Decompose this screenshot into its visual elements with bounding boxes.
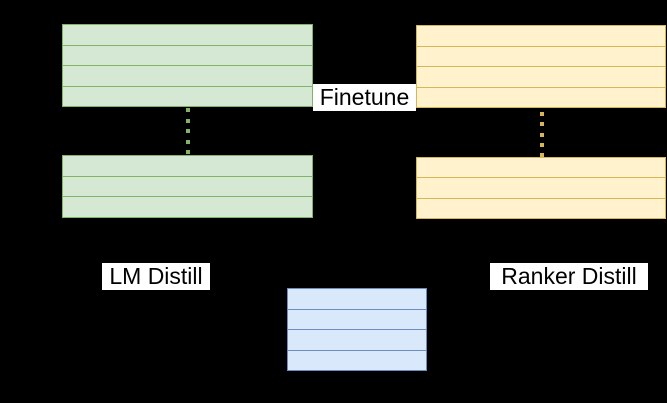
student-layer[interactable] [287,288,427,310]
lm-distill-label: LM Distill [102,263,210,290]
ranker-layer[interactable] [416,197,666,219]
ranker-layer[interactable] [416,157,666,179]
student-model-layers-block[interactable] [287,288,427,371]
ellipsis-dot [185,150,190,154]
ranker-layer[interactable] [416,66,666,88]
ellipsis-dot [539,112,544,116]
ranker-layer[interactable] [416,86,666,108]
ranker-layer[interactable] [416,45,666,67]
ranker-ellipsis [539,112,544,157]
ranker-upper-layers-block[interactable] [416,25,666,108]
finetune-label: Finetune [313,84,416,111]
language-model-lower-layers-block[interactable] [62,155,313,219]
ranker-lower-layers-block[interactable] [416,157,666,219]
student-layer[interactable] [287,329,427,351]
ellipsis-dot [539,142,544,147]
ellipsis-dot [539,122,544,127]
ellipsis-dot [185,118,190,123]
ellipsis-dot [539,153,544,157]
ranker-layer[interactable] [416,177,666,199]
ellipsis-dot [185,108,190,112]
language-model-ellipsis [185,108,190,154]
ellipsis-dot [185,129,190,133]
lm-layer[interactable] [62,44,313,66]
lm-layer[interactable] [62,155,313,177]
lm-layer[interactable] [62,65,313,87]
student-layer[interactable] [287,308,427,330]
ranker-layer[interactable] [416,25,666,47]
lm-layer[interactable] [62,24,313,46]
ellipsis-dot [185,139,190,144]
lm-layer[interactable] [62,175,313,198]
lm-layer[interactable] [62,85,313,107]
student-layer[interactable] [287,349,427,371]
ellipsis-dot [539,132,544,137]
lm-layer[interactable] [62,196,313,219]
ranker-distill-label: Ranker Distill [490,263,648,290]
language-model-upper-layers-block[interactable] [62,24,313,107]
